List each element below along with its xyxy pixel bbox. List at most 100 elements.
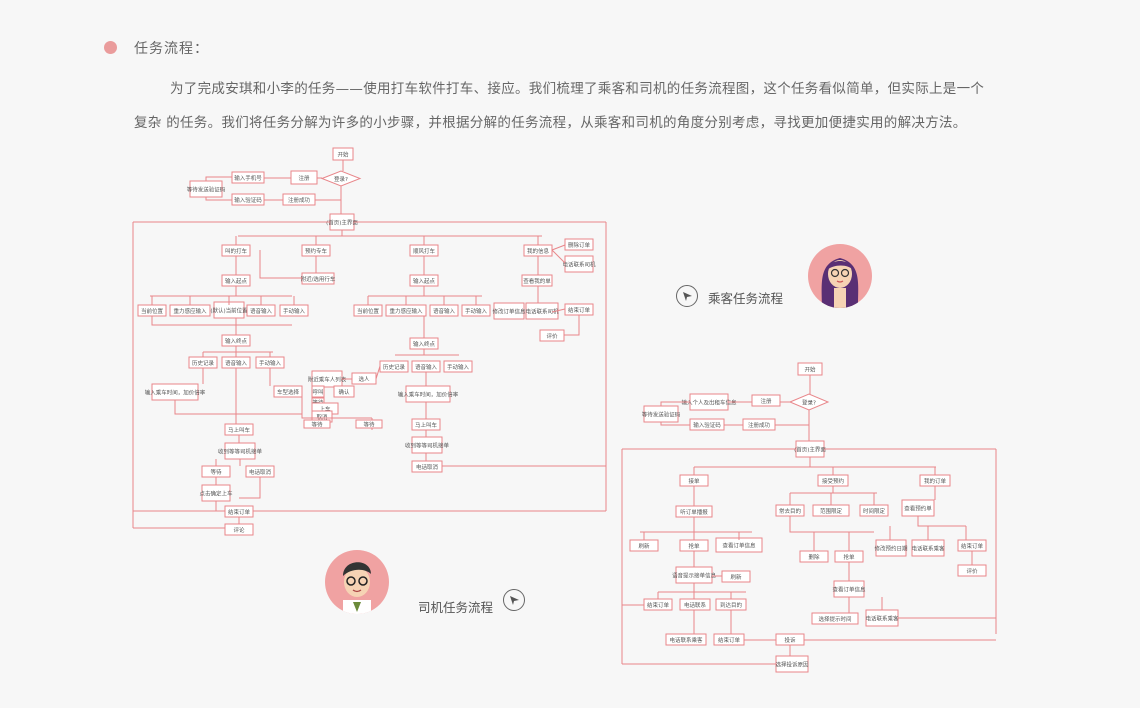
flow-label-home: (首页)主界面 — [794, 446, 826, 454]
flow-label-enter_time: 输入乘车时间，加价倍率 — [145, 389, 206, 397]
flow-label-voice4: 语音输入 — [415, 363, 438, 371]
flow-connector — [301, 394, 372, 419]
flow-label-voice2: 语音输入 — [433, 307, 456, 315]
flow-label-set_range: 范围限定 — [820, 507, 843, 515]
flow-connector — [564, 315, 580, 336]
flow-label-confirm: 确认 — [338, 388, 350, 396]
intro-line-2: 复杂 的任务。我们将任务分解为许多的小步骤，并根据分解的任务流程，从乘客和司机的… — [134, 115, 967, 131]
driver-nav-arrow-icon[interactable] — [503, 589, 525, 611]
flow-node-register — [751, 394, 781, 407]
flow-label-enter_origin2: 输入起点 — [413, 277, 436, 285]
flow-label-map_select: 重力感应输入 — [173, 307, 207, 315]
flow-label-phone_cancel2: 电话取消 — [416, 463, 439, 471]
flow-connector — [660, 401, 690, 406]
flow-label-voice3: 语音输入 — [225, 359, 248, 367]
flow-label-finish2: 结束订单 — [647, 601, 670, 609]
flow-node-modify_order — [493, 302, 525, 320]
flow-label-complain: 投诉 — [784, 636, 796, 644]
flow-label-call3: 电话联系乘客 — [865, 615, 899, 623]
flow-label-publish: 马上叫车 — [228, 426, 251, 434]
flow-connector — [205, 197, 232, 201]
flow-node-enter_time2 — [405, 385, 451, 403]
flow-connector — [205, 176, 232, 181]
flow-connector — [174, 400, 302, 415]
flow-label-current_loc2: 当前位置 — [357, 307, 380, 315]
flow-label-finish: 结束订单 — [961, 542, 984, 550]
flow-label-current_loc: 当前位置 — [141, 307, 164, 315]
flow-label-voice: 语音输入 — [250, 307, 273, 315]
flow-node-car_type — [273, 385, 303, 398]
flow-label-view_detail: 查看订单信息 — [722, 542, 756, 550]
flow-label-delete: 删除 — [808, 553, 820, 561]
flow-label-arrive: 到达目的 — [720, 601, 743, 609]
passenger-nav-arrow-icon[interactable] — [676, 285, 698, 307]
flow-connector — [775, 410, 810, 426]
flow-node-contact_driver — [564, 255, 594, 273]
flow-label-enter_dest: 输入终点 — [225, 337, 248, 345]
flow-connector — [239, 477, 261, 499]
flow-node-modify — [875, 539, 907, 557]
flow-connector — [660, 422, 690, 426]
flow-label-enter_origin: 输入起点 — [225, 277, 248, 285]
flow-label-wait: 等待 — [210, 468, 222, 476]
flow-label-enter_time2: 输入乘车时间，加价倍率 — [398, 391, 459, 399]
flow-label-verify_send: 等待发送验证码 — [187, 186, 226, 194]
flow-label-rate: 评价 — [966, 567, 978, 575]
flow-label-publish2: 马上叫车 — [415, 421, 438, 429]
section-title: 任务流程： — [134, 41, 209, 57]
flow-connector — [789, 516, 874, 533]
flow-label-verify_send: 等待发送验证码 — [642, 411, 681, 419]
flow-label-enter_phone: 输入手机号 — [234, 174, 262, 182]
flow-label-hitch: 顺风打车 — [413, 247, 436, 255]
flow-label-history: 历史记录 — [192, 359, 215, 367]
flow-label-mine: 我的信息 — [527, 247, 550, 255]
flow-connector — [551, 308, 566, 313]
flow-label-manual: 手动输入 — [283, 307, 306, 315]
flow-node-manual4 — [443, 360, 473, 373]
flow-label-complain_reason: 选择投诉原因 — [775, 661, 809, 669]
flow-label-nearby: 附近/选用行车 — [301, 275, 336, 283]
flow-label-refresh2: 刷新 — [730, 573, 742, 581]
flow-label-manual3: 手动输入 — [259, 359, 282, 367]
flow-label-call2: 电话联系 — [684, 601, 707, 609]
flow-node-view_info — [521, 274, 553, 287]
flow-node-choose_time — [811, 612, 859, 625]
flow-label-finish_order: 结束订单 — [568, 306, 591, 314]
driver-avatar — [325, 550, 389, 614]
flow-label-refresh: 刷新 — [638, 542, 650, 550]
flow-connector — [551, 244, 566, 251]
flow-label-reg_success: 注册成功 — [288, 196, 311, 204]
flow-label-register: 注册 — [760, 397, 772, 405]
flow-label-grab2: 抢单 — [688, 542, 700, 550]
flow-label-enter_code: 输入验证码 — [234, 196, 262, 204]
flow-label-enter_info: 输入个人及出租车信息 — [681, 399, 737, 407]
flow-label-call4: 电话联系乘客 — [669, 636, 703, 644]
flow-label-finish2: 结束订单 — [228, 508, 251, 516]
flow-label-register: 注册 — [298, 174, 310, 182]
flow-connector — [551, 249, 566, 264]
flow-label-map_select2: 重力感应输入 — [389, 307, 423, 315]
flow-label-enter_dest2: 输入终点 — [413, 340, 436, 348]
flow-label-my_orders: 我的订单 — [924, 477, 947, 485]
flow-label-wait_driver: 等待 — [311, 421, 323, 429]
flow-label-cancel: 取消 — [316, 413, 328, 421]
flow-node-call — [311, 385, 325, 398]
flow-label-cancel_order: 删除订单 — [568, 241, 591, 249]
flow-node-call2 — [679, 598, 711, 611]
flow-label-grab: 接单 — [688, 477, 700, 485]
flow-node-driver_accept2 — [411, 436, 443, 454]
flow-label-driver_accept2: 收到等等司机接单 — [405, 442, 450, 450]
flow-label-enter_code: 输入验证码 — [693, 421, 721, 429]
flow-label-rate: 评价 — [546, 332, 558, 340]
flow-label-view_info: 查看我的单 — [523, 277, 551, 285]
flow-label-register_q: 登录? — [802, 399, 816, 407]
flow-connector — [315, 186, 342, 201]
flow-label-set_dest: 常去目的 — [779, 507, 802, 515]
flow-node-cancel_order — [564, 238, 594, 251]
flow-label-driver_accept: 收到等等司机接单 — [218, 448, 263, 456]
passenger-avatar — [808, 244, 872, 308]
flow-label-finish3: 结束订单 — [718, 636, 741, 644]
flow-label-finish_wait: 等待 — [363, 421, 375, 429]
flow-connector — [917, 516, 966, 527]
flow-connector — [151, 316, 292, 326]
